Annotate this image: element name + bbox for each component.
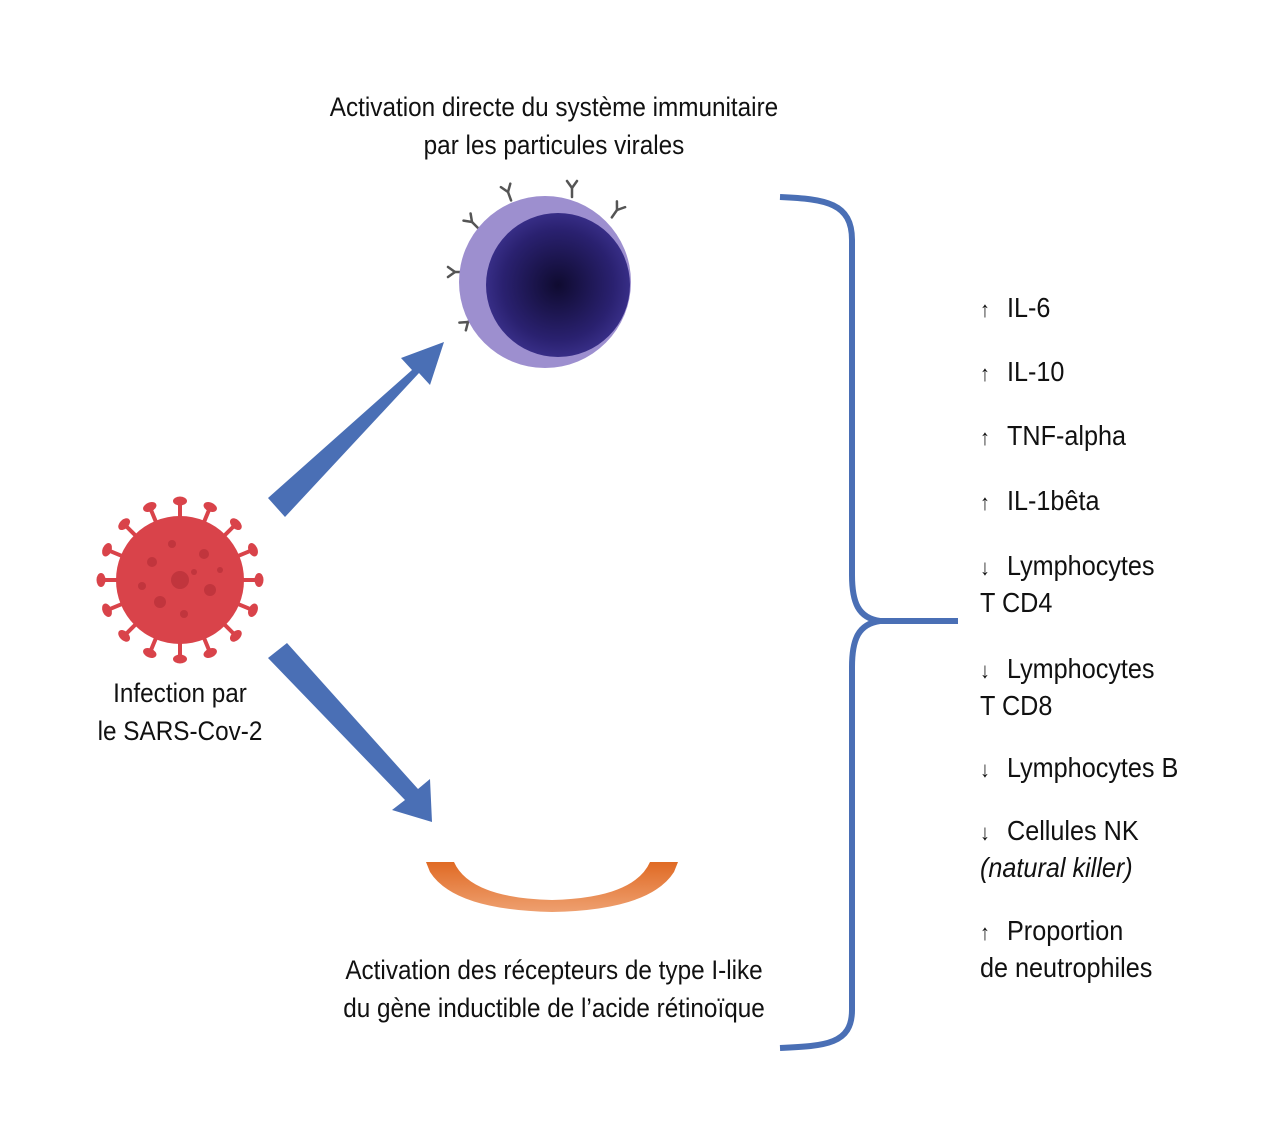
effect-neutrophiles: ↑ Proportion de neutrophiles [980,913,1152,985]
effect-label: IL-6 [1007,292,1051,323]
virus-label: Infection par le SARS-Cov-2 [72,674,288,750]
virus-spike-tip [229,518,242,531]
effect-sublabel: T CD8 [980,690,1053,721]
virus-spike-tip [96,573,106,587]
effect-label: IL-1bêta [1007,485,1100,516]
effect-label: Lymphocytes [1007,653,1155,684]
virus-label-line2: le SARS-Cov-2 [97,716,263,746]
effect-arrow: ↑ [980,297,990,322]
virus-spike-tip [173,654,187,664]
top-label-line2: par les particules virales [423,130,685,160]
virus-spike-tip [102,603,112,617]
virus-spike-tip [118,629,131,642]
arrow-up-right-icon [268,342,444,517]
effect-arrow: ↑ [980,361,990,386]
effect-il1beta: ↑ IL-1bêta [980,483,1099,520]
virus-spot [180,610,188,618]
bottom-label: Activation des récepteurs de type I-like… [266,951,842,1027]
effect-label: Proportion [1007,915,1124,946]
effect-arrow: ↑ [980,920,990,945]
virus-spike-tip [248,603,258,617]
virus-spike-tip [203,648,217,658]
effect-lymphocytes-b: ↓ Lymphocytes B [980,750,1178,787]
virus-spike-tip [118,518,131,531]
effect-il10: ↑ IL-10 [980,354,1064,391]
effect-arrow: ↑ [980,425,990,450]
virus-spike-tip [143,648,157,658]
effect-tnf-alpha: ↑ TNF-alpha [980,418,1126,455]
effect-label: TNF-alpha [1007,420,1127,451]
bottom-label-line2: du gène inductible de l’acide rétinoïque [343,993,765,1023]
virus-spot [138,582,146,590]
virus-spot [147,557,157,567]
top-label-line1: Activation directe du système immunitair… [329,92,779,122]
bottom-label-line1: Activation des récepteurs de type I-like [345,955,763,985]
virus-spot [171,571,189,589]
effect-sublabel: (natural killer) [980,852,1133,883]
effect-il6: ↑ IL-6 [980,290,1050,327]
effect-label: Cellules NK [1007,815,1139,846]
effect-arrow: ↓ [980,820,990,845]
effect-lymphocytes-cd4: ↓ Lymphocytes T CD4 [980,548,1155,620]
effect-sublabel: de neutrophiles [980,952,1153,983]
virus-spike-tip [229,629,242,642]
arrow-down-right-icon [268,643,432,822]
virus-spike-tip [143,502,157,512]
virus-spot [191,569,197,575]
virus-spot [199,549,209,559]
coronavirus-icon [96,496,264,664]
receptor-arc-icon [426,862,678,912]
virus-spike-tip [173,496,187,506]
effect-lymphocytes-cd8: ↓ Lymphocytes T CD8 [980,651,1155,723]
effect-arrow: ↓ [980,757,990,782]
curly-brace-icon [779,194,958,1051]
effect-arrow: ↑ [980,490,990,515]
virus-label-line1: Infection par [113,678,247,708]
effect-label: IL-10 [1007,356,1065,387]
virus-spot [168,540,176,548]
virus-spike-tip [248,543,258,557]
effect-sublabel: T CD4 [980,587,1053,618]
effect-arrow: ↓ [980,658,990,683]
effect-label: Lymphocytes B [1007,752,1179,783]
immune-cell-icon [446,179,631,368]
effect-cellules-nk: ↓ Cellules NK (natural killer) [980,813,1139,885]
virus-spot [204,584,216,596]
virus-spot [154,596,166,608]
effect-label: Lymphocytes [1007,550,1155,581]
virus-spot [217,567,223,573]
top-label: Activation directe du système immunitair… [284,88,824,164]
virus-spike-tip [203,502,217,512]
virus-spike-tip [254,573,264,587]
virus-spike-tip [102,543,112,557]
effect-arrow: ↓ [980,555,990,580]
